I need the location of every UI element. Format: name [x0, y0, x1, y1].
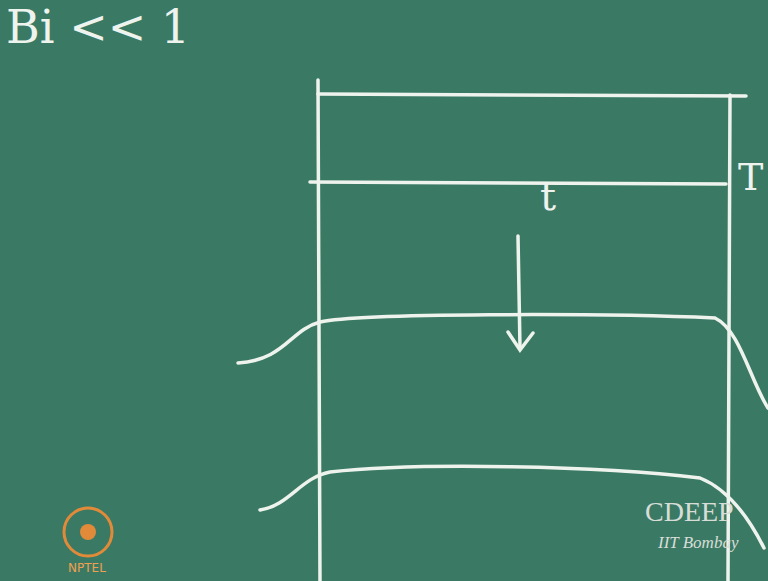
time-arrow [518, 236, 520, 348]
slab-left-wall [318, 80, 320, 581]
logo-text: NPTEL [68, 562, 106, 574]
time-arrowhead [508, 332, 533, 350]
logo-core [80, 524, 96, 540]
temperature-profile-curve [238, 315, 768, 408]
nptel-logo [64, 508, 112, 556]
initial-profile-line [318, 94, 746, 96]
temperature-symbol: T [738, 158, 763, 196]
time-label: t [540, 176, 556, 216]
uniform-temperature-line [310, 182, 726, 184]
condition-label: Bi << 1 [6, 4, 190, 50]
logo-ring [64, 508, 112, 556]
watermark: IIT Bombay [658, 534, 738, 551]
watermark: CDEEP [645, 498, 734, 526]
slab-drawing [238, 80, 768, 581]
